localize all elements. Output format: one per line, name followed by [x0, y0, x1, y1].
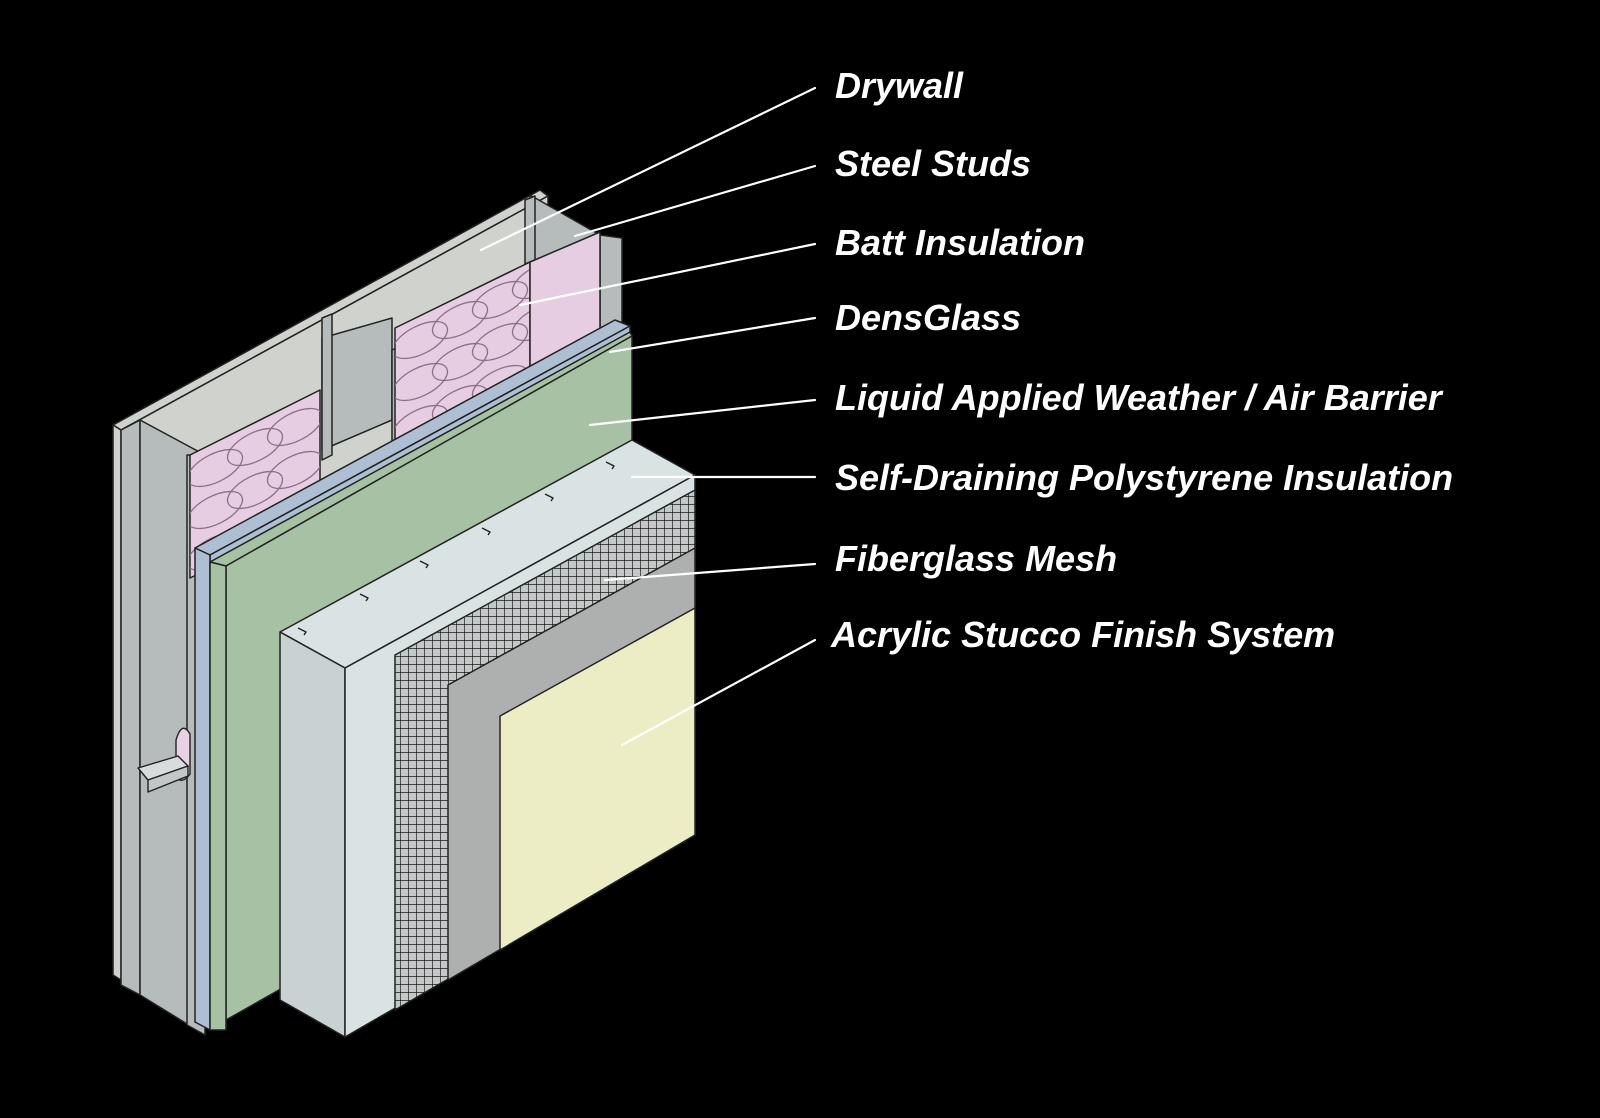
leader-batt-insulation — [518, 242, 817, 307]
leader-drywall — [479, 86, 817, 252]
label-densglass: DensGlass — [835, 297, 1022, 338]
leader-steel-studs — [573, 164, 817, 238]
leader-stucco-finish — [620, 638, 817, 747]
steel-stud-right-flange — [524, 195, 536, 265]
polystyrene-grooves — [297, 461, 615, 636]
label-batt-insulation: Batt Insulation — [835, 222, 1085, 263]
drywall-left-edge — [112, 424, 122, 981]
air-barrier-left-edge — [209, 561, 227, 1031]
steel-stud-right-flange-front — [599, 234, 623, 331]
stud-fastener-clip — [137, 727, 191, 793]
label-air-barrier: Liquid Applied Weather / Air Barrier — [835, 377, 1442, 418]
leader-air-barrier — [588, 398, 817, 427]
label-drywall: Drywall — [835, 65, 964, 106]
densglass-left-edge — [194, 547, 211, 1031]
label-polystyrene: Self-Draining Polystyrene Insulation — [835, 457, 1454, 498]
leader-fiberglass-mesh — [603, 562, 817, 582]
leader-densglass — [608, 316, 817, 354]
label-fiberglass-mesh: Fiberglass Mesh — [835, 538, 1118, 579]
label-steel-studs: Steel Studs — [835, 143, 1032, 184]
label-stucco-finish: Acrylic Stucco Finish System — [831, 614, 1336, 655]
polystyrene-left-side — [279, 631, 346, 1038]
stucco-finish-face — [499, 607, 696, 951]
steel-stud-left-face — [120, 419, 141, 996]
steel-stud-middle-flange — [321, 313, 333, 461]
